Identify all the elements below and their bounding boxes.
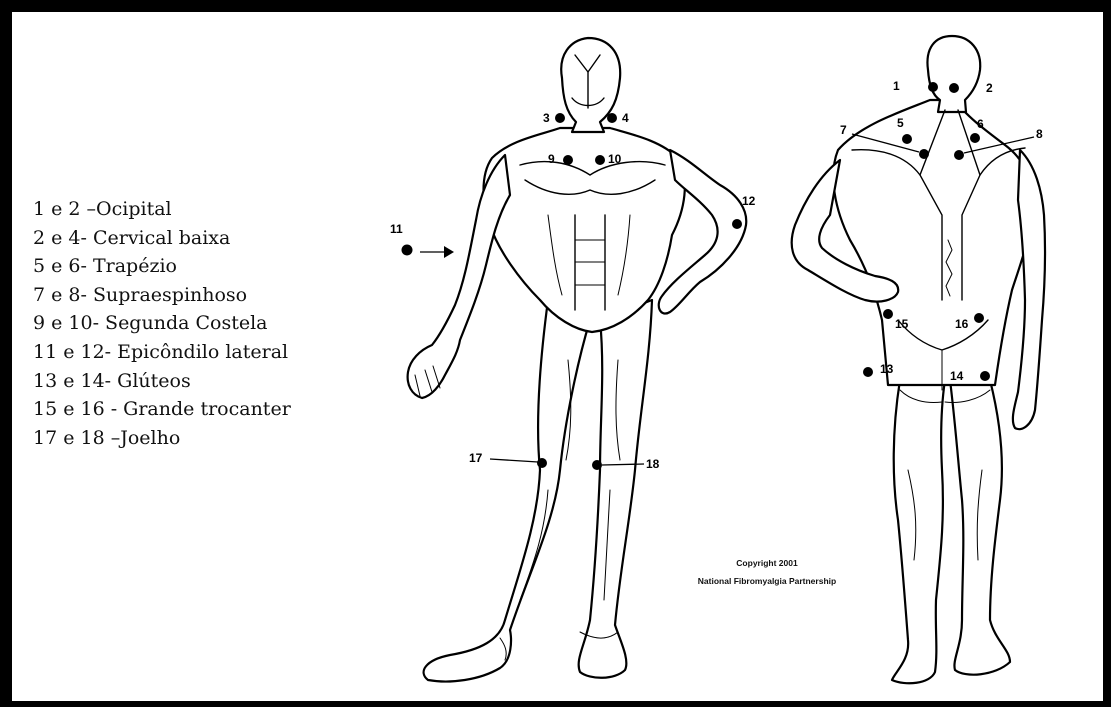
point-label: 12 (742, 194, 756, 208)
tender-point-2 (949, 83, 959, 93)
front-body-figure (408, 38, 747, 682)
point-label: 9 (548, 152, 555, 166)
point-label: 1 (893, 79, 900, 93)
tender-point-7 (919, 149, 929, 159)
point-label: 10 (608, 152, 622, 166)
tender-point-15 (883, 309, 893, 319)
back-body-figure (792, 36, 1045, 683)
copyright-line-2: National Fibromyalgia Partnership (698, 576, 836, 586)
point-label: 5 (897, 116, 904, 130)
point-label: 6 (977, 117, 984, 131)
tender-point-16 (974, 313, 984, 323)
tender-point-14 (980, 371, 990, 381)
point-label: 13 (880, 362, 894, 376)
tender-point-9 (563, 155, 573, 165)
copyright-line-1: Copyright 2001 (736, 558, 798, 568)
point-label: 8 (1036, 127, 1043, 141)
tender-point-11 (402, 245, 413, 256)
point-label: 7 (840, 123, 847, 137)
point-label: 3 (543, 111, 550, 125)
point-label: 2 (986, 81, 993, 95)
point-label: 18 (646, 457, 660, 471)
point-label: 4 (622, 111, 629, 125)
tender-point-18 (592, 460, 602, 470)
point-label: 15 (895, 317, 909, 331)
tender-point-4 (607, 113, 617, 123)
point-label: 14 (950, 369, 964, 383)
tender-point-1 (928, 82, 938, 92)
arrow-right-icon (420, 246, 454, 258)
point-label: 17 (469, 451, 483, 465)
tender-point-13 (863, 367, 873, 377)
tender-point-17 (537, 458, 547, 468)
tender-point-6 (970, 133, 980, 143)
tender-point-10 (595, 155, 605, 165)
tender-point-5 (902, 134, 912, 144)
tender-point-8 (954, 150, 964, 160)
point-label: 11 (390, 222, 403, 236)
tender-point-3 (555, 113, 565, 123)
point-label: 16 (955, 317, 969, 331)
tender-point-12 (732, 219, 742, 229)
